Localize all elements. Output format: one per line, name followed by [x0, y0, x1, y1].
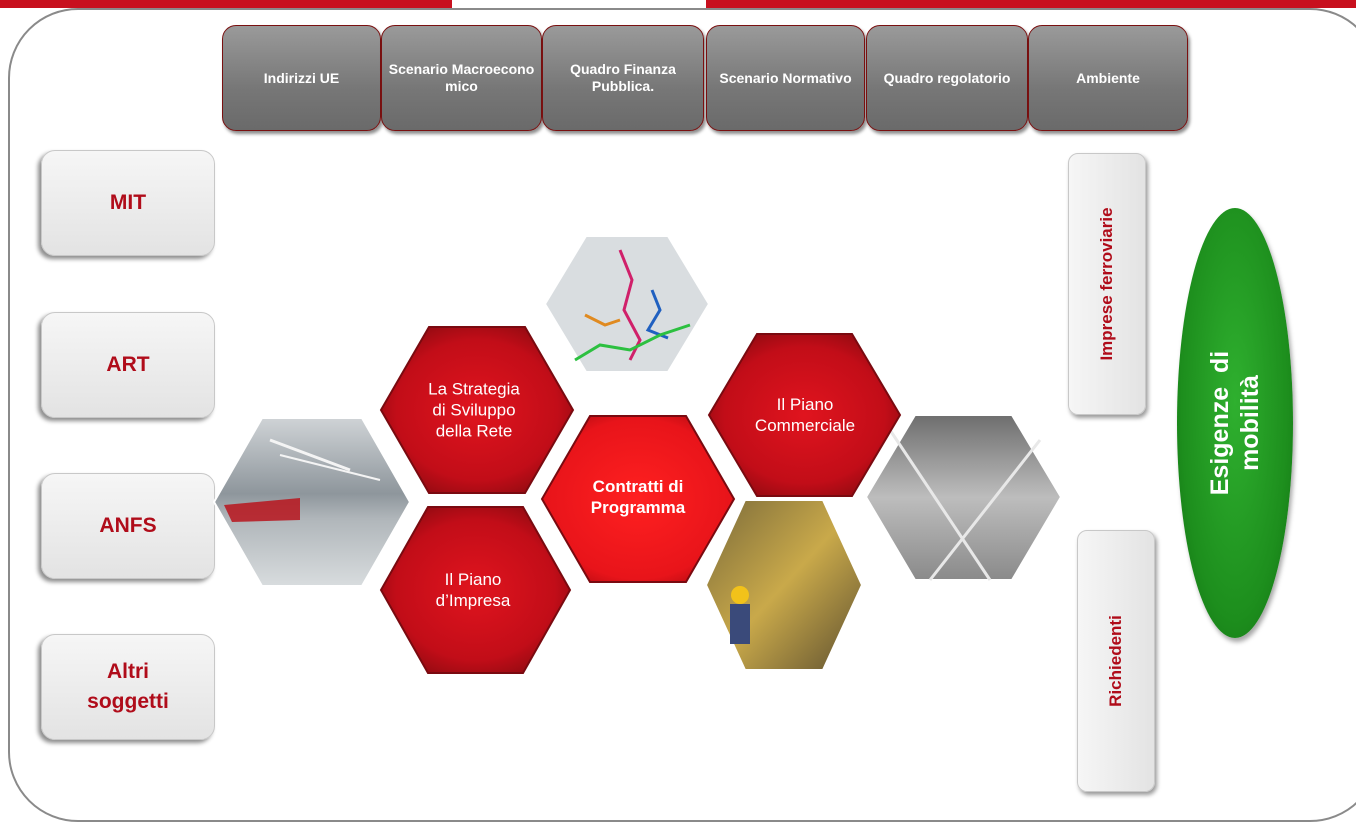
hex-piano-impresa-l1: Il Piano [444, 570, 502, 589]
hex-strategia [379, 326, 575, 494]
hex-piano-commerciale-l1: Il Piano [776, 395, 834, 414]
box-indirizzi-ue: Indirizzi UE [222, 25, 381, 131]
hex-contratti-l1: Contratti di [592, 477, 684, 496]
top-left-bar [0, 0, 452, 8]
station-light-1 [269, 438, 351, 472]
hex-strategia-l3: della Rete [435, 421, 513, 441]
hex-strategia-label: La Strategia di Sviluppo della Rete [428, 379, 520, 442]
workers-photo [704, 499, 864, 671]
rail-1 [888, 429, 992, 581]
station-train [224, 498, 300, 522]
box-scenario-normativo: Scenario Normativo [706, 25, 865, 131]
hex-piano-impresa-l2: d’Impresa [435, 591, 511, 610]
box-anfs: ANFS [41, 473, 215, 579]
box-quadro-regolatorio: Quadro regolatorio [866, 25, 1028, 131]
box-altri-soggetti: Altri soggetti [41, 634, 215, 740]
map-route-blue [645, 289, 669, 340]
hex-piano-commerciale [707, 333, 902, 497]
hex-contratti-l2: Programma [590, 498, 686, 517]
box-scenario-macroeconomico: Scenario Macroecono mico [381, 25, 542, 131]
map-route-orange [584, 313, 621, 327]
outer-frame [8, 8, 1356, 822]
box-quadro-finanza-pubblica: Quadro Finanza Pubblica. [542, 25, 704, 131]
worker-helmet [731, 586, 749, 604]
esigenze-mobilita-oval [1177, 208, 1293, 638]
station-photo [212, 417, 412, 587]
hex-piano-impresa-label: Il Piano d’Impresa [436, 569, 511, 611]
hex-piano-commerciale-label: Il Piano Commerciale [755, 394, 855, 436]
box-richiedenti [1077, 530, 1155, 792]
hex-contratti [540, 415, 736, 583]
hex-strategia-l1: La Strategia [428, 379, 520, 399]
box-ambiente: Ambiente [1028, 25, 1188, 131]
rails-photo [864, 414, 1063, 581]
hex-piano-impresa [379, 506, 572, 674]
hex-strategia-l2: di Sviluppo [432, 400, 516, 420]
box-art: ART [41, 312, 215, 418]
hex-contratti-label: Contratti di Programma [591, 476, 685, 518]
hex-piano-commerciale-l2: Commerciale [754, 416, 856, 435]
box-imprese-ferroviarie [1068, 153, 1146, 415]
rail-2 [928, 439, 1042, 581]
map-route-green [574, 323, 691, 362]
station-light-2 [279, 454, 381, 481]
worker-body [730, 604, 750, 644]
box-mit: MIT [41, 150, 215, 256]
top-right-bar [706, 0, 1356, 8]
